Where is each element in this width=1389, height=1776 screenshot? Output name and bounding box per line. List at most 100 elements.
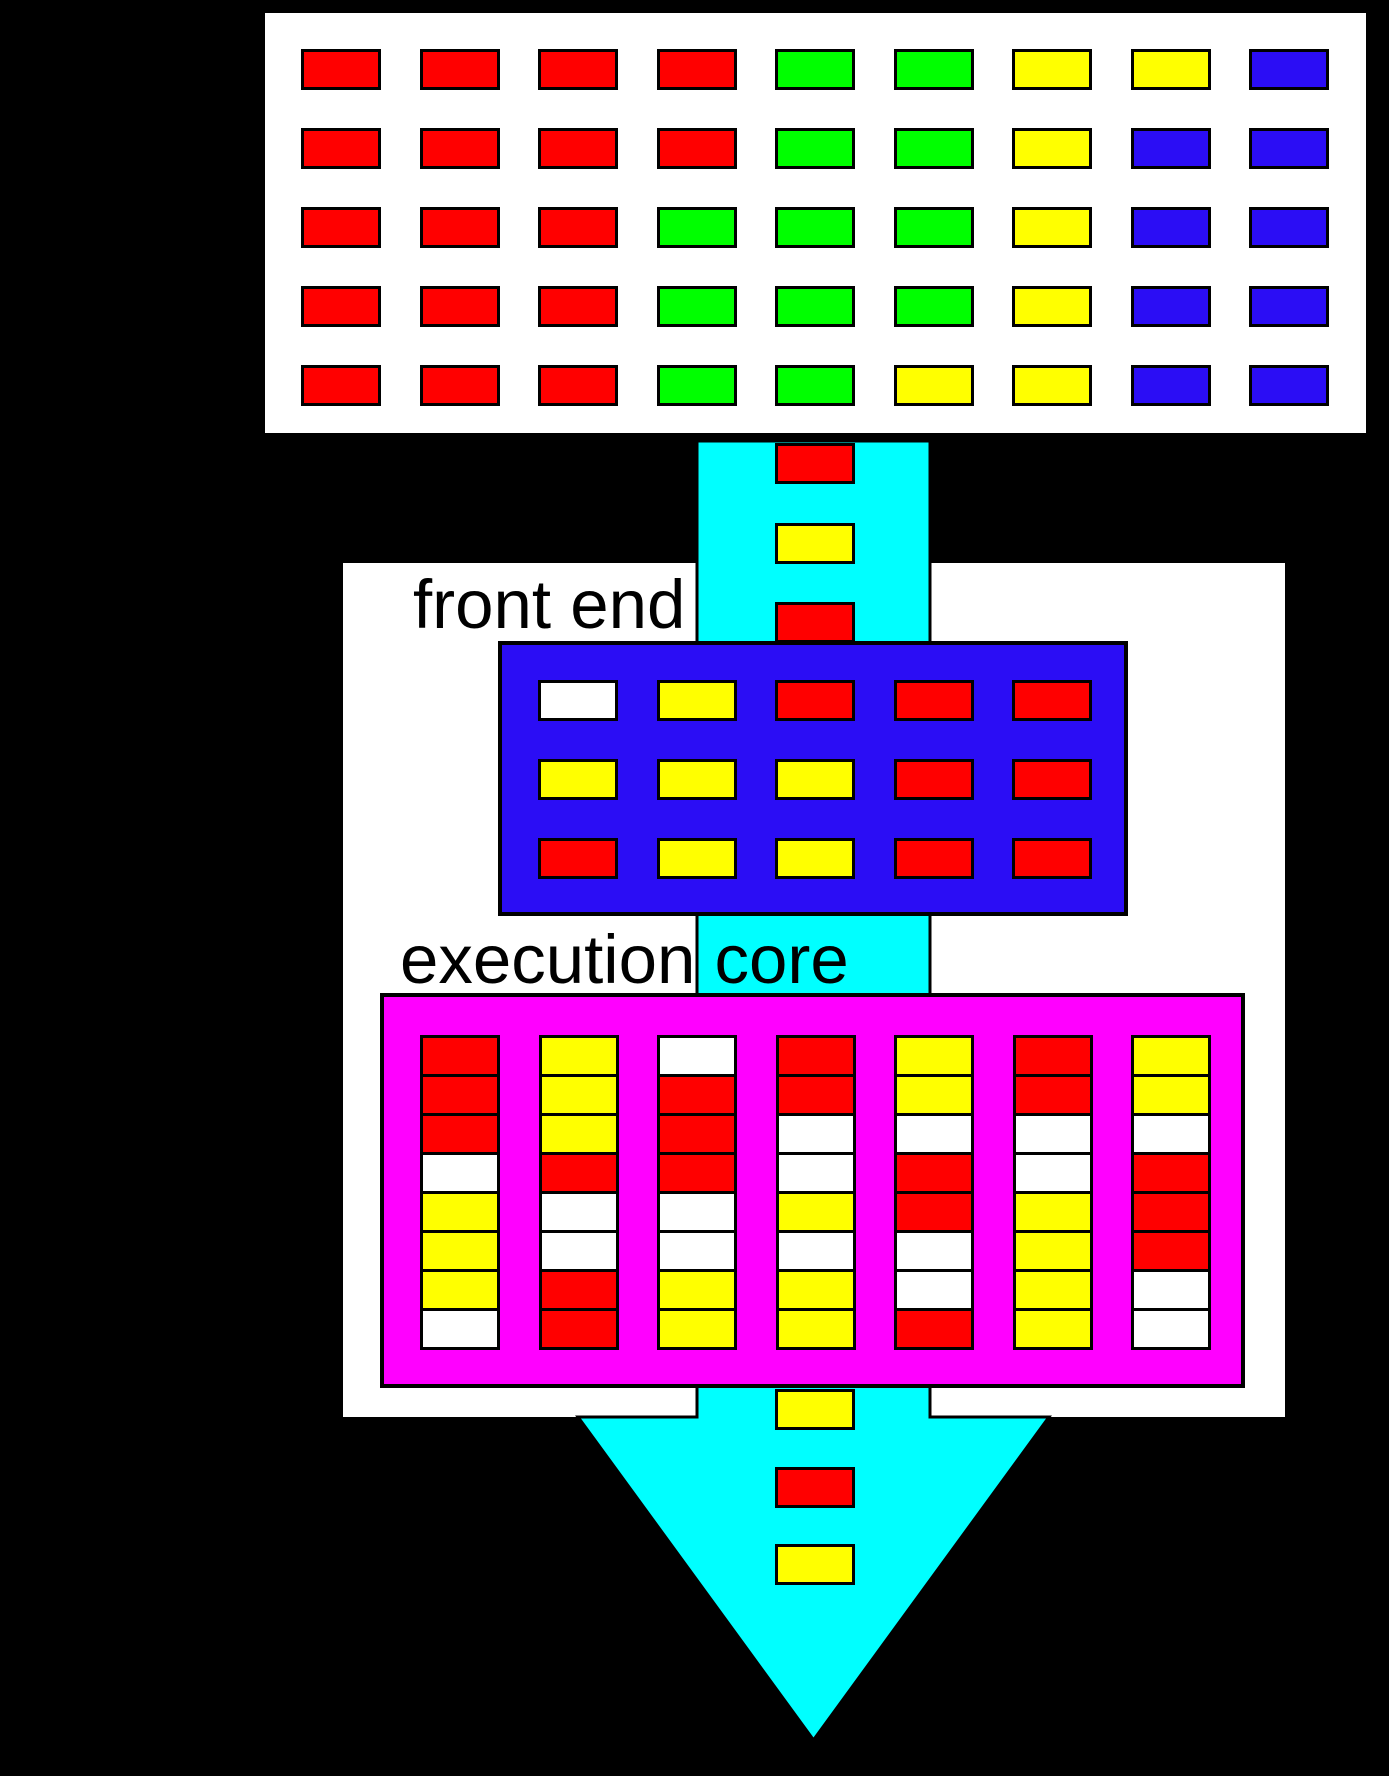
cell-red xyxy=(656,128,737,169)
cell-column xyxy=(657,1035,737,1384)
cell-white xyxy=(420,1152,500,1194)
cell-row xyxy=(538,838,1124,879)
cell-red xyxy=(538,365,618,406)
cell-red xyxy=(1012,1074,1093,1116)
cell-red xyxy=(1131,1152,1211,1194)
cell-white xyxy=(538,680,618,721)
cell-green xyxy=(775,128,855,169)
cell-column xyxy=(1131,1035,1211,1384)
cell-yellow xyxy=(1012,1308,1093,1350)
cell-blue xyxy=(1249,365,1329,406)
cell-yellow xyxy=(1012,1269,1093,1311)
cell-yellow xyxy=(538,759,618,800)
cell-yellow xyxy=(1012,128,1092,169)
cell-white xyxy=(775,1113,856,1155)
cell-red xyxy=(775,680,855,721)
cell-yellow xyxy=(656,838,737,879)
execution-core-label: execution core xyxy=(400,921,849,998)
arrow-instruction-rects-lower xyxy=(775,1389,855,1585)
cell-blue xyxy=(1130,207,1211,248)
cell-red xyxy=(657,1113,737,1155)
execution-core-box xyxy=(380,993,1245,1388)
cell-red xyxy=(538,1308,619,1350)
cell-red xyxy=(894,1152,974,1194)
cell-blue xyxy=(1130,128,1211,169)
cell-yellow xyxy=(538,1035,619,1077)
cell-column xyxy=(538,1035,619,1384)
cell-column xyxy=(775,1035,856,1384)
cell-green xyxy=(893,207,974,248)
cell-white xyxy=(1131,1269,1211,1311)
cell-yellow xyxy=(775,1308,856,1350)
cell-white xyxy=(1012,1152,1093,1194)
cell-red xyxy=(538,1152,619,1194)
cell-row xyxy=(301,49,1366,90)
cell-green xyxy=(656,286,737,327)
cell-yellow xyxy=(775,1191,856,1233)
cell-red xyxy=(893,759,974,800)
cell-red xyxy=(1131,1191,1211,1233)
cell-yellow xyxy=(775,1269,856,1311)
cell-yellow xyxy=(420,1269,500,1311)
instruction-window-box xyxy=(265,13,1366,433)
cell-red xyxy=(301,207,381,248)
cell-column xyxy=(420,1035,500,1384)
cell-row xyxy=(301,207,1366,248)
cell-blue xyxy=(1130,365,1211,406)
cell-yellow xyxy=(1012,365,1092,406)
arrow-instruction-rects-upper xyxy=(775,443,855,643)
cell-blue xyxy=(1249,286,1329,327)
cell-green xyxy=(656,207,737,248)
cell-yellow xyxy=(656,759,737,800)
cell-red xyxy=(1012,680,1092,721)
cell-red xyxy=(1131,1230,1211,1272)
cell-green xyxy=(775,49,855,90)
cell-yellow xyxy=(420,1191,500,1233)
cell-white xyxy=(538,1191,619,1233)
cell-blue xyxy=(1130,286,1211,327)
cell-red xyxy=(893,680,974,721)
cell-red xyxy=(775,1466,855,1508)
cell-red xyxy=(775,443,855,484)
cell-yellow xyxy=(1131,1035,1211,1077)
cell-yellow xyxy=(1012,1230,1093,1272)
cell-red xyxy=(538,838,618,879)
cell-red xyxy=(301,365,381,406)
cell-yellow xyxy=(894,1035,974,1077)
cell-row xyxy=(301,365,1366,406)
cell-white xyxy=(1131,1113,1211,1155)
cell-white xyxy=(657,1230,737,1272)
cell-white xyxy=(894,1269,974,1311)
cell-yellow xyxy=(1130,49,1211,90)
cell-row xyxy=(301,286,1366,327)
cell-yellow xyxy=(894,1074,974,1116)
cell-blue xyxy=(1249,128,1329,169)
cell-red xyxy=(656,49,737,90)
cell-yellow xyxy=(1012,286,1092,327)
cell-red xyxy=(419,286,500,327)
cell-red xyxy=(420,1074,500,1116)
cell-green xyxy=(893,286,974,327)
cell-yellow xyxy=(1012,49,1092,90)
cell-red xyxy=(420,1035,500,1077)
cell-white xyxy=(420,1308,500,1350)
cell-red xyxy=(538,207,618,248)
cell-red xyxy=(538,128,618,169)
cell-red xyxy=(775,1074,856,1116)
cell-white xyxy=(775,1230,856,1272)
cell-red xyxy=(301,128,381,169)
cell-red xyxy=(894,1191,974,1233)
cell-white xyxy=(538,1230,619,1272)
cell-yellow xyxy=(1131,1074,1211,1116)
cell-yellow xyxy=(538,1113,619,1155)
cell-yellow xyxy=(657,1269,737,1311)
cell-column xyxy=(1012,1035,1093,1384)
cell-white xyxy=(894,1113,974,1155)
cell-red xyxy=(657,1152,737,1194)
cell-blue xyxy=(1249,207,1329,248)
cell-red xyxy=(775,602,855,643)
cell-yellow xyxy=(775,522,855,564)
cell-row xyxy=(301,128,1366,169)
cell-white xyxy=(894,1230,974,1272)
cell-column xyxy=(894,1035,974,1384)
